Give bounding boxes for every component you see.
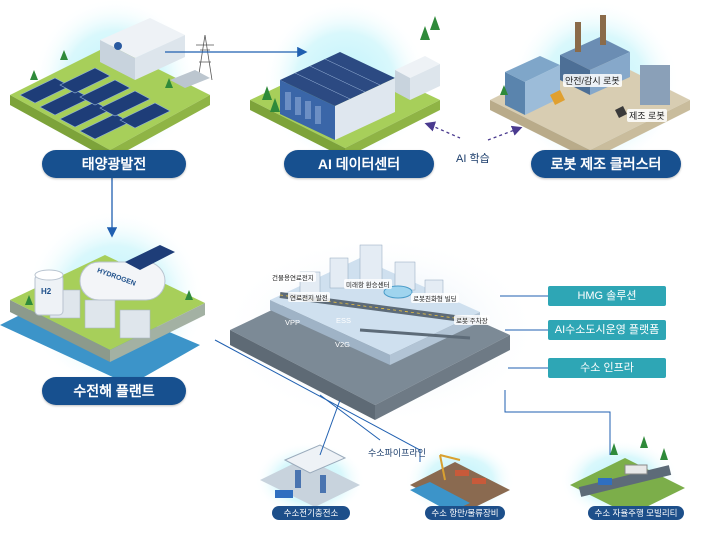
- charging-station-illustration: [255, 442, 365, 518]
- electrolysis-plant-illustration: [0, 210, 205, 390]
- city-label-transfer-center: 미래항 환승센터: [344, 279, 392, 289]
- label-manufacturing-robot: 제조 로봇: [627, 109, 667, 122]
- smart-city-illustration: [220, 235, 540, 425]
- autonomous-mobility-illustration: [560, 436, 685, 520]
- h2-tank-text: H2: [41, 287, 52, 296]
- city-label-v2g: V2G: [335, 340, 351, 349]
- connector-lines: [106, 46, 611, 462]
- node-solar: 태양광발전: [42, 150, 186, 178]
- city-label-fuelcell-building: 건물용연료전지: [270, 272, 316, 282]
- city-label-fuelcell-power: 연료전지 발전: [288, 292, 330, 302]
- city-label-robot-parking: 로봇 주차장: [454, 315, 490, 325]
- node-datacenter: AI 데이터센터: [284, 150, 434, 178]
- port-logistics-illustration: [405, 442, 515, 518]
- pipeline-label: 수소파이프라인: [368, 448, 426, 458]
- tag-ai-city-platform: AI수소도시운영 플랫폼: [548, 320, 666, 340]
- node-robot-cluster: 로봇 제조 클러스터: [531, 150, 681, 178]
- label-safety-robot: 안전/감시 로봇: [563, 74, 622, 87]
- robot-cluster-illustration: [490, 0, 690, 170]
- city-label-ess: ESS: [336, 316, 352, 325]
- datacenter-illustration: [250, 0, 440, 164]
- city-label-vpp: VPP: [285, 318, 301, 327]
- dashed-ai-left: [429, 124, 461, 139]
- city-label-robot-building: 로봇친화형 빌딩: [411, 293, 459, 303]
- node-electrolysis: 수전해 플랜트: [42, 377, 186, 405]
- tag-hydrogen-infra: 수소 인프라: [548, 358, 666, 378]
- tag-hmg-solution: HMG 솔루션: [548, 286, 666, 306]
- dashed-ai-right: [487, 125, 523, 141]
- label-port-logistics: 수소 항만/물류장비: [425, 506, 505, 520]
- label-autonomous-mobility: 수소 자율주행 모빌리티: [588, 506, 684, 520]
- label-charging-station: 수소전기충전소: [272, 506, 350, 520]
- pipeline-line: [214, 339, 421, 462]
- solar-plant-illustration: [10, 0, 214, 162]
- edge-label-ai-learning: AI 학습: [456, 153, 490, 165]
